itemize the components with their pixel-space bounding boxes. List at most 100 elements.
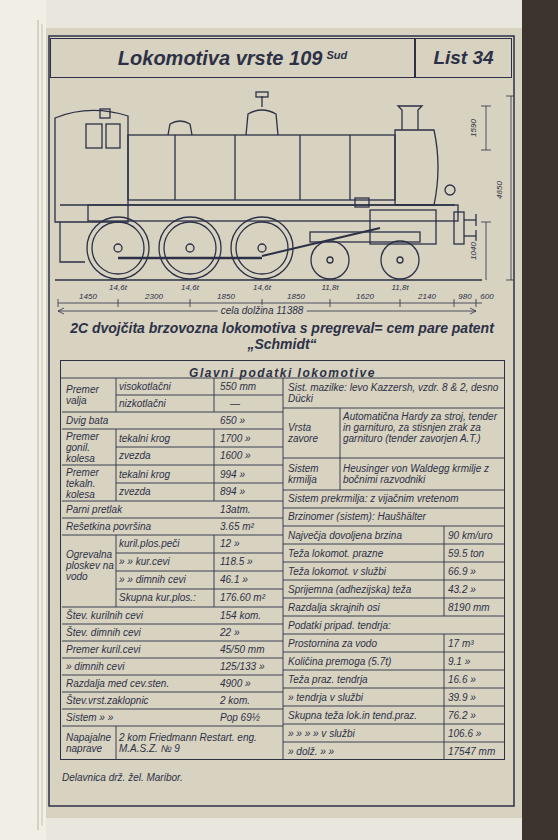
table-cell: 59.5 ton: [448, 548, 484, 559]
table-cell: nizkotlačni: [119, 398, 166, 409]
dimension-label: 14,6t: [181, 283, 199, 292]
table-cell: tekalni krog: [119, 469, 170, 480]
page-edge-line: [42, 24, 43, 826]
dimension-label: 11,8t: [391, 283, 408, 292]
table-cell: Teža praz. tendrja: [288, 674, 368, 685]
table-cell: Skupna kur.plos.:: [119, 592, 196, 603]
table-cell: 12 »: [220, 538, 239, 549]
table-cell: Teža lokomot. prazne: [288, 548, 383, 559]
title-box: Lokomotiva vrste 109Sud: [50, 38, 415, 78]
table-cell: Dvig bata: [66, 415, 108, 426]
table-cell: Napajalne naprave: [66, 732, 114, 754]
table-cell: zvezda: [119, 450, 151, 461]
table-cell: 1600 »: [220, 450, 251, 461]
table-grid: [60, 378, 505, 760]
table-cell: 894 »: [220, 486, 245, 497]
table-cell: 43.2 »: [448, 584, 476, 595]
table-cell: 13atm.: [220, 504, 251, 515]
table-cell: 550 mm: [220, 381, 256, 392]
table-cell: » tendrja v službi: [288, 692, 363, 703]
table-cell: Podatki pripad. tendrja:: [288, 620, 391, 631]
table-cell: kuril.plos.peči: [119, 538, 180, 549]
table-cell: Teža lokomot. v službi: [288, 566, 386, 577]
page-edge-line: [38, 20, 39, 830]
dimension-label: 1850: [217, 292, 235, 301]
dimension-label: 11,8t: [321, 283, 338, 292]
dimension-label: 2300: [145, 292, 163, 301]
table-cell: Sistem prekrmilja: z vijačnim vretenom: [288, 493, 459, 504]
table-cell: visokotlačni: [119, 381, 171, 392]
table-cell: Štev.vrst.zaklopnic: [66, 695, 149, 706]
dimension-label: 2140: [418, 292, 436, 301]
table-cell: Pop 69½: [220, 712, 260, 723]
table-cell: » » kur.cevi: [119, 556, 170, 567]
subtitle: 2C dvojčita brzovozna lokomotiva s pregr…: [62, 320, 502, 352]
dimension-lines: [58, 96, 514, 314]
table-cell: Parni pretlak: [66, 504, 122, 515]
table-cell: 17547 mm: [448, 746, 495, 757]
dimension-label: 1040: [469, 241, 478, 261]
table-cell: 118.5 »: [220, 556, 253, 567]
table-cell: Heusinger von Waldegg krmilje z bočnimi …: [343, 463, 503, 485]
table-cell: 39.9 »: [448, 692, 476, 703]
table-cell: Brzinomer (sistem): Haušhälter: [288, 511, 426, 522]
table-cell: Količina premoga (5.7t): [288, 656, 391, 667]
table-cell: 154 kom.: [220, 610, 261, 621]
table-cell: Sprijemna (adhezijska) teža: [288, 584, 411, 595]
table-cell: » dimnih cevi: [66, 661, 124, 672]
table-cell: Največja dovoljena brzina: [288, 530, 402, 541]
total-length-label: cela dolžina 11388: [218, 305, 307, 316]
table-cell: Sistem krmilja: [288, 463, 338, 485]
table-cell: Premer gonil. kolesa: [66, 431, 116, 464]
table-cell: 22 »: [220, 627, 239, 638]
table-cell: 2 kom Friedmann Restart. eng. M.A.S.Z. №…: [119, 732, 279, 754]
table-cell: Premer valja: [66, 384, 114, 406]
table-cell: —: [230, 398, 240, 409]
table-cell: » dolž. » »: [288, 746, 334, 757]
table-cell: 125/133 »: [220, 661, 265, 672]
heading: Glavni podatki lokomotive: [189, 366, 376, 380]
dimension-label: 14,6t: [109, 283, 127, 292]
table-cell: Štev. dimnih cevi: [66, 627, 141, 638]
table-cell: » » » » v službi: [288, 728, 355, 739]
table-cell: 994 »: [220, 469, 245, 480]
table-cell: Razdalja skrajnih osi: [288, 602, 380, 613]
table-cell: tekalni krog: [119, 433, 170, 444]
dimension-label: 600: [480, 292, 493, 301]
dimension-label: 1850: [287, 292, 305, 301]
table-cell: 650 »: [220, 415, 245, 426]
table-cell: Sistem » »: [66, 712, 113, 723]
dimension-label: 4650: [495, 180, 504, 200]
table-cell: 76.2 »: [448, 710, 476, 721]
table-cell: Razdalja med cev.sten.: [66, 678, 169, 689]
table-cell: zvezda: [119, 486, 151, 497]
table-cell: Prostornina za vodo: [288, 638, 377, 649]
table-cell: 3.65 m²: [220, 521, 254, 532]
table-cell: 16.6 »: [448, 674, 476, 685]
table-cell: 106.6 »: [448, 728, 481, 739]
table-cell: 8190 mm: [448, 602, 490, 613]
table-cell: 46.1 »: [220, 574, 248, 585]
table-cell: 9.1 »: [448, 656, 470, 667]
dimension-label: 1450: [79, 292, 97, 301]
table-cell: Ogrevalna ploskev na vodo: [66, 549, 114, 582]
table-cell: Štev. kurilnih cevi: [66, 610, 143, 621]
book-cover-edge: [522, 0, 558, 840]
table-cell: » » dimnih cevi: [119, 574, 186, 585]
table-cell: Premer tekaln. kolesa: [66, 467, 116, 500]
table-cell: 90 km/uro: [448, 530, 492, 541]
table-cell: 2 kom.: [220, 695, 250, 706]
suffix: Sud: [326, 49, 347, 61]
table-cell: Premer kuril.cevi: [66, 644, 140, 655]
heading: Lokomotiva vrste 109: [118, 47, 323, 70]
sheet-number-box: List 34: [415, 38, 512, 78]
footer-note: Delavnica drž. žel. Maribor.: [62, 772, 183, 783]
dimension-label: 1620: [356, 292, 374, 301]
table-cell: 45/50 mm: [220, 644, 264, 655]
sheet: [46, 28, 522, 818]
table-cell: Rešetkina površina: [66, 521, 151, 532]
left-page-edge: [0, 0, 46, 840]
sheet-border: [49, 36, 514, 806]
table-cell: Automatična Hardy za stroj, tender in ga…: [343, 411, 503, 444]
dimension-label: 980: [458, 292, 471, 301]
